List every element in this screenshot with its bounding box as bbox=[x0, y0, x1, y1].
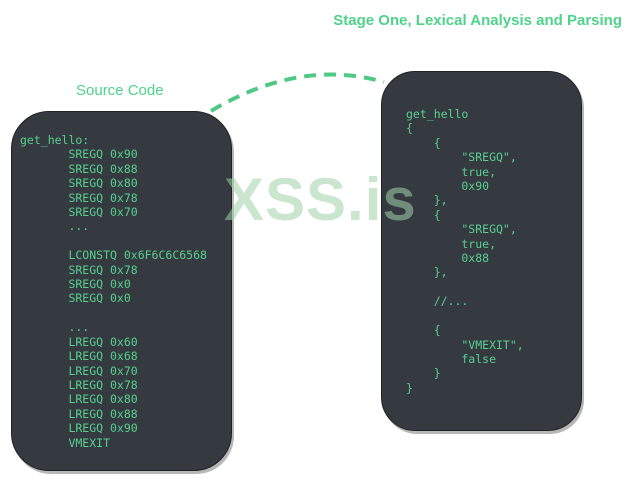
source-code-text: get_hello: SREGQ 0x90 SREGQ 0x88 SREGQ 0… bbox=[20, 133, 207, 450]
source-code-panel: get_hello: SREGQ 0x90 SREGQ 0x88 SREGQ 0… bbox=[11, 111, 232, 471]
parsed-structure-text: get_hello { { "SREGQ", true, 0x90 }, { "… bbox=[406, 107, 524, 395]
parsed-structure-panel: get_hello { { "SREGQ", true, 0x90 }, { "… bbox=[381, 71, 582, 431]
source-code-label: Source Code bbox=[76, 82, 164, 99]
diagram-title: Stage One, Lexical Analysis and Parsing bbox=[333, 12, 622, 29]
connector-path bbox=[209, 72, 385, 113]
